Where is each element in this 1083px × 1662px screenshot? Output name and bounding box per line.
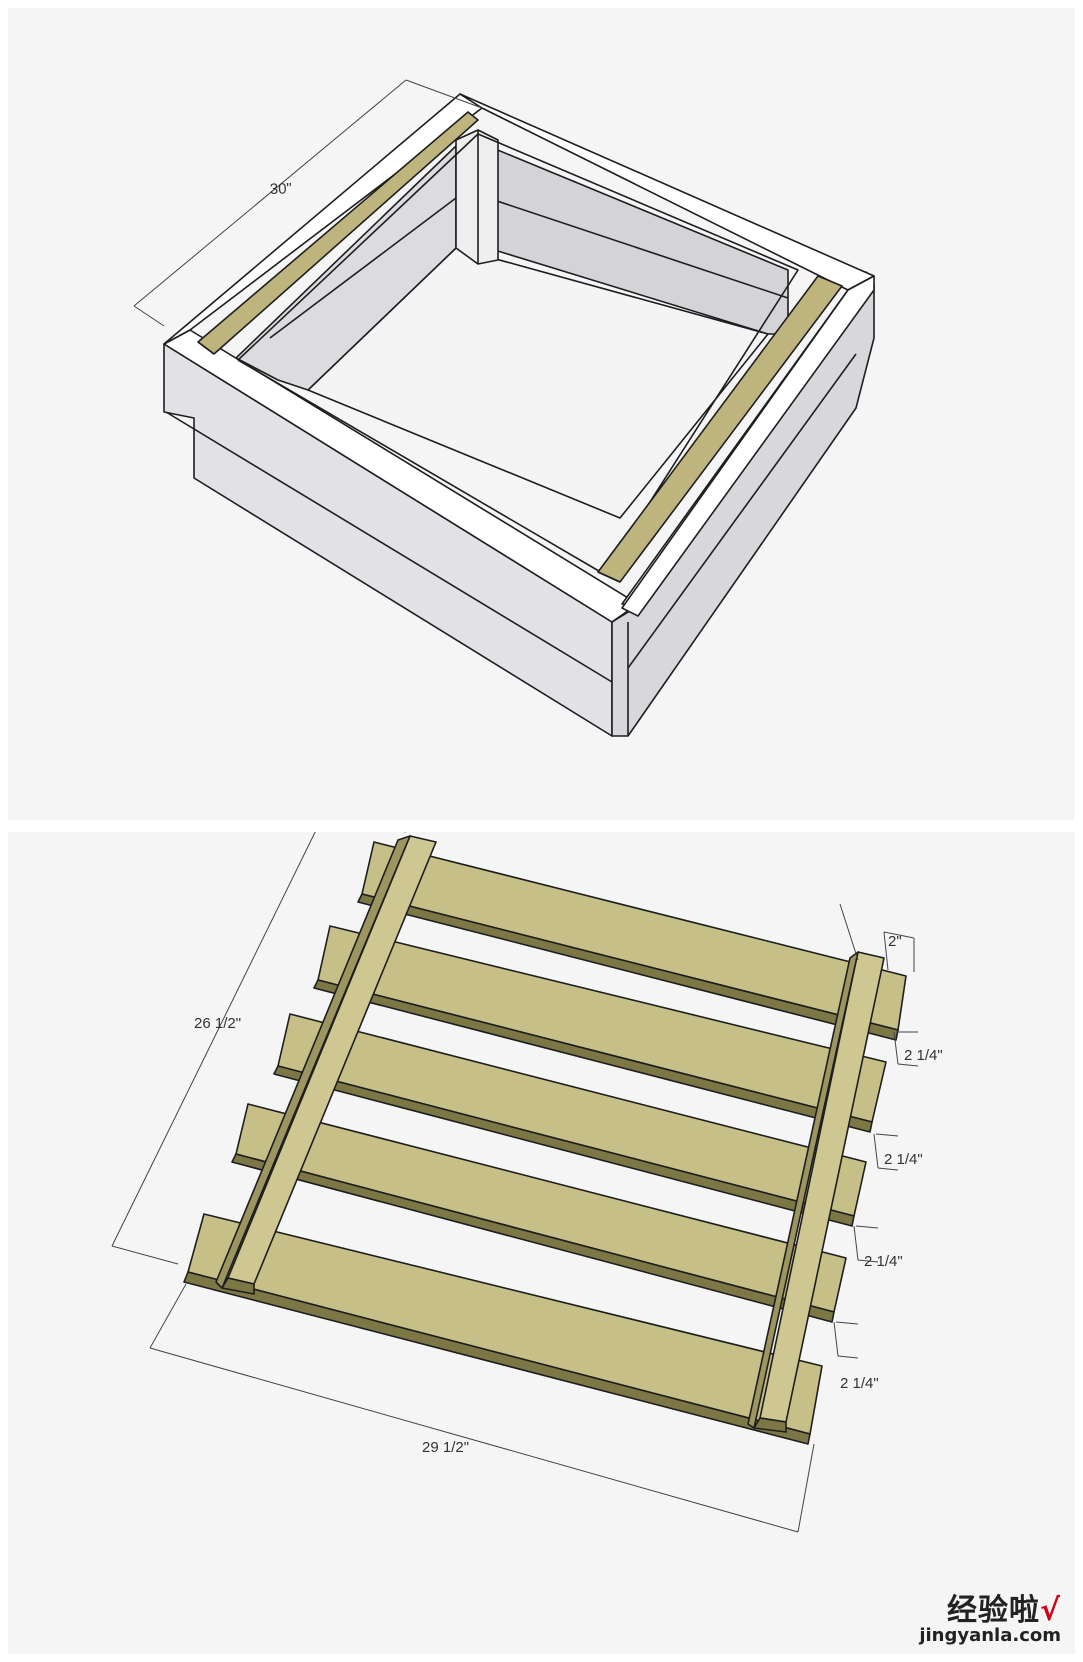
lid-slat-3 [273,1013,867,1227]
watermark-brand: 经验啦 [946,1593,1040,1628]
watermark-url: jingyanla.com [919,1625,1061,1646]
box-drawing: 30" [133,79,875,737]
dim-line-height [111,832,316,1247]
lid-cleat-left [215,835,437,1295]
dimension-gap-1-label: 2 1/4" [904,1047,943,1064]
lid-slat-4 [231,1103,847,1323]
corner-post [455,129,499,265]
lid-slat-5 [183,1213,823,1445]
dimension-cleat-offset-label: 2" [888,933,902,950]
lid-cleat-right [747,951,885,1433]
watermark-check-icon: √ [1039,1593,1061,1628]
lid-slat-1 [357,841,907,1041]
lid-slat-2 [313,925,887,1133]
dimension-height-label: 26 1/2" [194,1015,241,1032]
lid-drawing: 26 1/2" 29 1/2" 2" 2 1/4" 2 1/4" 2 1/4" … [111,832,943,1533]
watermark: 经验啦√ jingyanla.com [919,1585,1061,1646]
dimension-gap-2-label: 2 1/4" [884,1151,923,1168]
dimension-gap-3-label: 2 1/4" [864,1253,903,1270]
box-view-panel: 30" [8,8,1075,820]
dimension-width-label: 29 1/2" [422,1439,469,1456]
dimension-30-label: 30" [270,180,293,198]
lid-view-panel: 26 1/2" 29 1/2" 2" 2 1/4" 2 1/4" 2 1/4" … [8,832,1075,1654]
dim-line-width [149,1347,799,1533]
dimension-gap-4-label: 2 1/4" [840,1375,879,1392]
